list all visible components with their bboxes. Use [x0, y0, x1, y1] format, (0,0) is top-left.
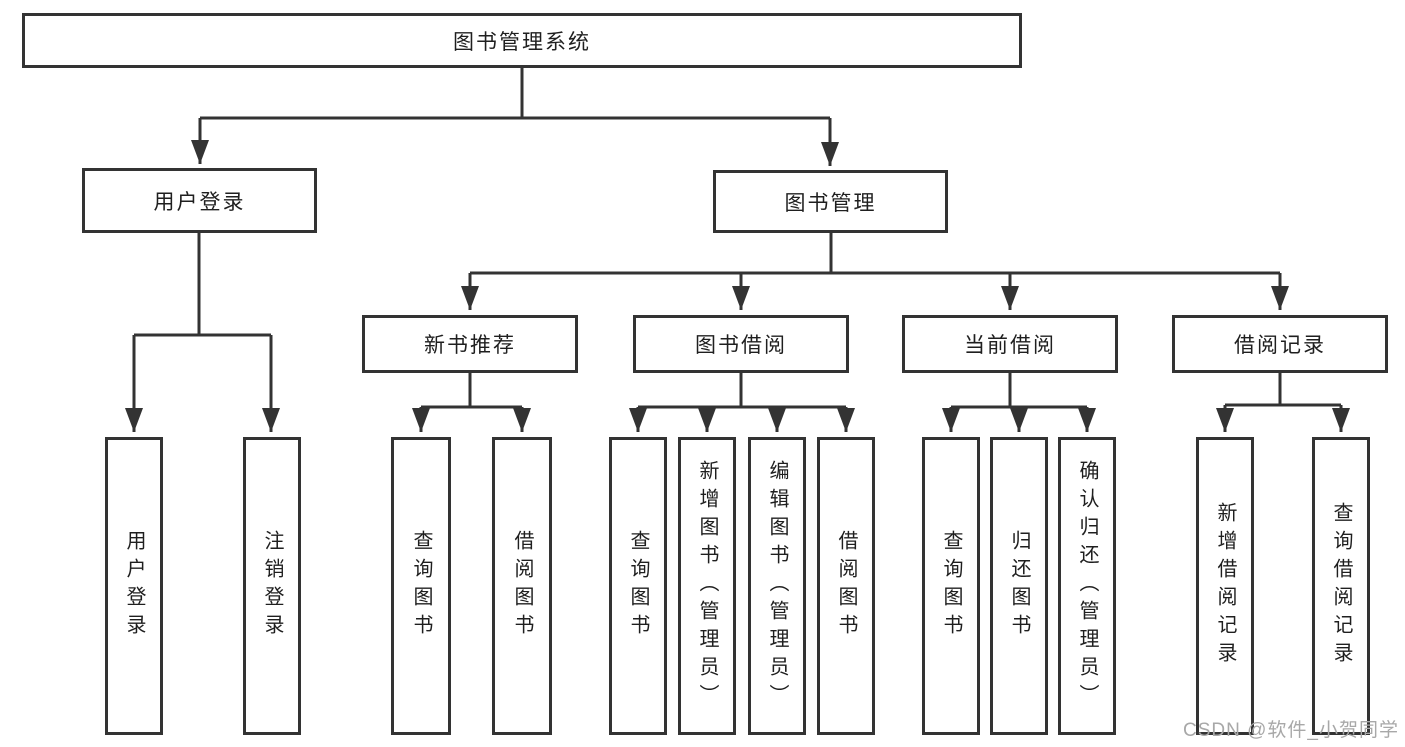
leaf-return-book: 归还图书 — [990, 437, 1048, 735]
leaf-confirm-return-admin: 确认归还（管理员） — [1058, 437, 1116, 735]
leaf-add-borrow-record: 新增借阅记录 — [1196, 437, 1254, 735]
node-root: 图书管理系统 — [22, 13, 1022, 68]
node-user-login: 用户登录 — [82, 168, 317, 233]
leaf-borrow-books: 借阅图书 — [817, 437, 875, 735]
node-new-book-recommend: 新书推荐 — [362, 315, 578, 373]
leaf-query-borrow-record: 查询借阅记录 — [1312, 437, 1370, 735]
leaf-add-book-admin: 新增图书（管理员） — [678, 437, 736, 735]
node-book-management: 图书管理 — [713, 170, 948, 233]
leaf-query-books-borrowing: 查询图书 — [609, 437, 667, 735]
node-borrow-records: 借阅记录 — [1172, 315, 1388, 373]
leaf-edit-book-admin: 编辑图书（管理员） — [748, 437, 806, 735]
node-book-borrowing: 图书借阅 — [633, 315, 849, 373]
node-current-borrowing: 当前借阅 — [902, 315, 1118, 373]
leaf-logout: 注销登录 — [243, 437, 301, 735]
leaf-query-books-current: 查询图书 — [922, 437, 980, 735]
leaf-query-books-recommend: 查询图书 — [391, 437, 451, 735]
watermark-text: CSDN @软件_小贺同学 — [1183, 720, 1399, 741]
leaf-user-login: 用户登录 — [105, 437, 163, 735]
leaf-borrow-books-recommend: 借阅图书 — [492, 437, 552, 735]
